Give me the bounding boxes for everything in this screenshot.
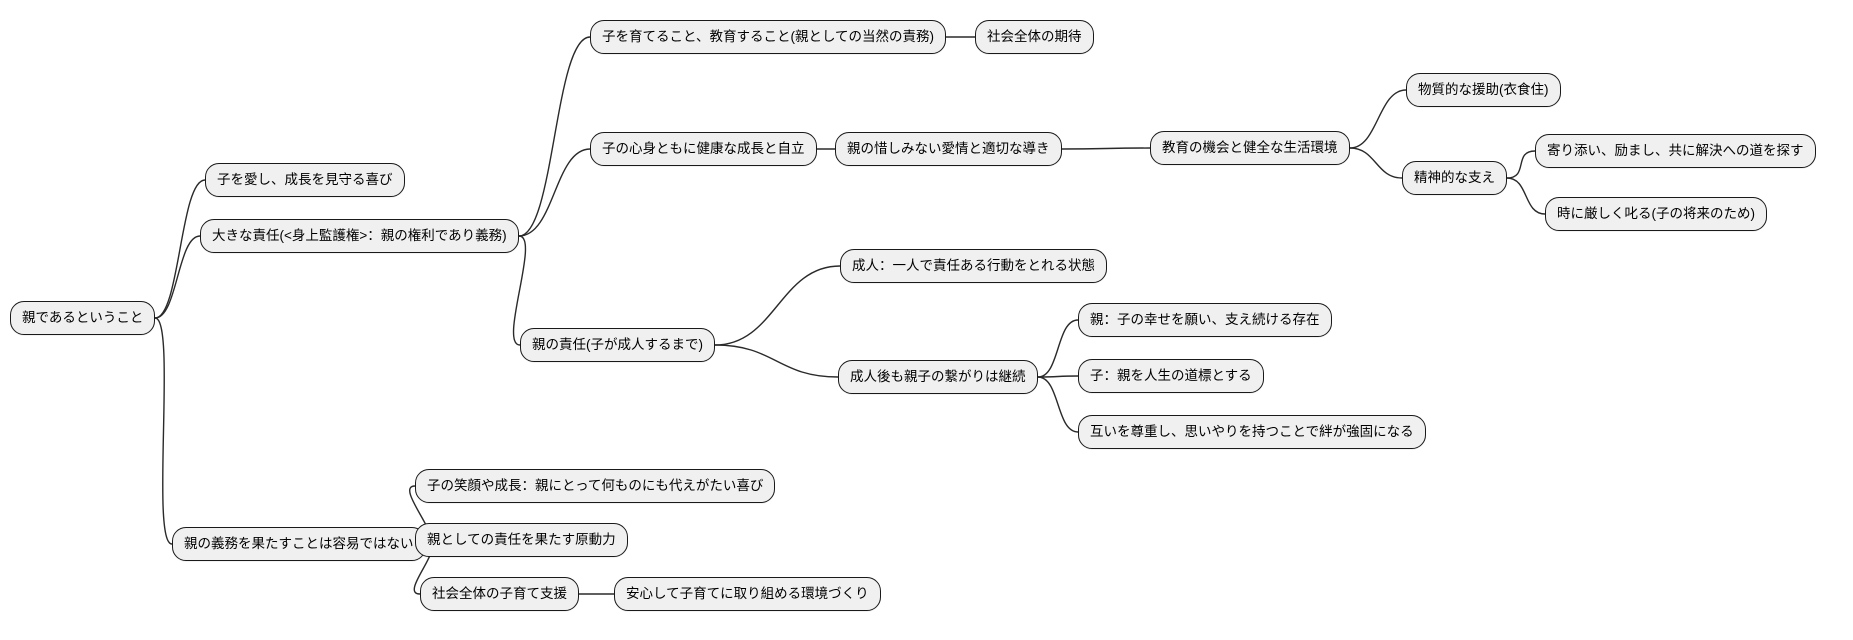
node-label-scold: 時に厳しく叱る(子の将来のため) <box>1557 206 1755 221</box>
mindmap-node-root[interactable]: 親であるということ <box>10 301 156 336</box>
node-label-child-role: 子：親を人生の道標とする <box>1090 368 1252 383</box>
edge-mental-scold <box>1506 177 1546 215</box>
edge-affection-environment <box>1061 147 1151 150</box>
node-label-material: 物質的な援助(衣食住) <box>1418 82 1549 97</box>
mindmap-node-material[interactable]: 物質的な援助(衣食住) <box>1406 73 1561 108</box>
mindmap-node-scold[interactable]: 時に厳しく叱る(子の将来のため) <box>1545 197 1767 232</box>
mindmap-node-support[interactable]: 寄り添い、励まし、共に解決への道を探す <box>1535 134 1816 169</box>
edge-duty-growth <box>518 148 591 237</box>
node-label-parent-role: 親：子の幸せを願い、支え続ける存在 <box>1090 312 1320 327</box>
node-label-growth: 子の心身ともに健康な成長と自立 <box>602 141 805 156</box>
mindmap-node-affection[interactable]: 親の惜しみない愛情と適切な導き <box>835 132 1062 167</box>
node-label-social: 社会全体の子育て支援 <box>432 586 567 601</box>
node-label-hard: 親の義務を果たすことは容易ではない <box>184 536 414 551</box>
edge-root-duty <box>154 235 201 319</box>
mindmap-node-child-role[interactable]: 子：親を人生の道標とする <box>1078 359 1264 394</box>
mindmap-node-env2[interactable]: 安心して子育てに取り組める環境づくり <box>614 577 881 612</box>
edge-environment-material <box>1349 89 1407 149</box>
node-label-affection: 親の惜しみない愛情と適切な導き <box>847 141 1050 156</box>
mindmap-node-mental[interactable]: 精神的な支え <box>1402 161 1507 196</box>
edge-bond-child-role <box>1037 375 1079 378</box>
node-label-raise: 子を育てること、教育すること(親としての当然の責務) <box>602 29 935 44</box>
mindmap-node-expect[interactable]: 社会全体の期待 <box>975 20 1094 55</box>
node-label-love: 子を愛し、成長を見守る喜び <box>217 172 393 187</box>
mindmap-node-adult[interactable]: 成人：一人で責任ある行動をとれる状態 <box>840 249 1107 284</box>
node-label-support: 寄り添い、励まし、共に解決への道を探す <box>1547 143 1804 158</box>
mindmap-node-mutual[interactable]: 互いを尊重し、思いやりを持つことで絆が強固になる <box>1078 415 1426 450</box>
mindmap-node-joy[interactable]: 子の笑顔や成長：親にとって何ものにも代えがたい喜び <box>415 469 776 504</box>
node-label-joy: 子の笑顔や成長：親にとって何ものにも代えがたい喜び <box>427 478 764 493</box>
node-label-mutual: 互いを尊重し、思いやりを持つことで絆が強固になる <box>1090 424 1414 439</box>
edge-environment-mental <box>1349 147 1403 179</box>
edge-responsibility-bond <box>714 344 839 378</box>
edge-bond-mutual <box>1037 376 1079 433</box>
edge-root-love <box>154 179 206 319</box>
node-label-env2: 安心して子育てに取り組める環境づくり <box>626 586 869 601</box>
node-label-drive: 親としての責任を果たす原動力 <box>427 532 616 547</box>
edge-duty-raise <box>518 36 591 237</box>
node-label-adult: 成人：一人で責任ある行動をとれる状態 <box>852 258 1095 273</box>
node-label-duty: 大きな責任(<身上監護権>：親の権利であり義務) <box>212 228 507 243</box>
node-label-responsibility: 親の責任(子が成人するまで) <box>532 337 703 352</box>
edge-root-hard <box>154 317 173 545</box>
mindmap-node-bond[interactable]: 成人後も親子の繋がりは継続 <box>838 360 1038 395</box>
node-label-root: 親であるということ <box>22 310 144 325</box>
mindmap-node-growth[interactable]: 子の心身ともに健康な成長と自立 <box>590 132 817 167</box>
mindmap-node-hard[interactable]: 親の義務を果たすことは容易ではない <box>172 527 426 562</box>
mindmap-node-love[interactable]: 子を愛し、成長を見守る喜び <box>205 163 405 198</box>
mindmap-node-social[interactable]: 社会全体の子育て支援 <box>420 577 579 612</box>
mindmap-node-responsibility[interactable]: 親の責任(子が成人するまで) <box>520 328 715 363</box>
edge-bond-parent-role <box>1037 319 1079 378</box>
edge-duty-responsibility <box>512 235 527 346</box>
node-label-mental: 精神的な支え <box>1414 170 1495 185</box>
node-label-expect: 社会全体の期待 <box>987 29 1082 44</box>
mindmap-node-environment[interactable]: 教育の機会と健全な生活環境 <box>1150 131 1350 166</box>
mindmap-node-drive[interactable]: 親としての責任を果たす原動力 <box>415 523 628 558</box>
edge-mental-support <box>1506 150 1536 179</box>
mindmap-node-duty[interactable]: 大きな責任(<身上監護権>：親の権利であり義務) <box>200 219 519 254</box>
node-label-bond: 成人後も親子の繋がりは継続 <box>850 369 1026 384</box>
mindmap-node-parent-role[interactable]: 親：子の幸せを願い、支え続ける存在 <box>1078 303 1332 338</box>
mindmap-node-raise[interactable]: 子を育てること、教育すること(親としての当然の責務) <box>590 20 947 55</box>
edge-responsibility-adult <box>714 265 841 346</box>
node-label-environment: 教育の機会と健全な生活環境 <box>1162 140 1338 155</box>
